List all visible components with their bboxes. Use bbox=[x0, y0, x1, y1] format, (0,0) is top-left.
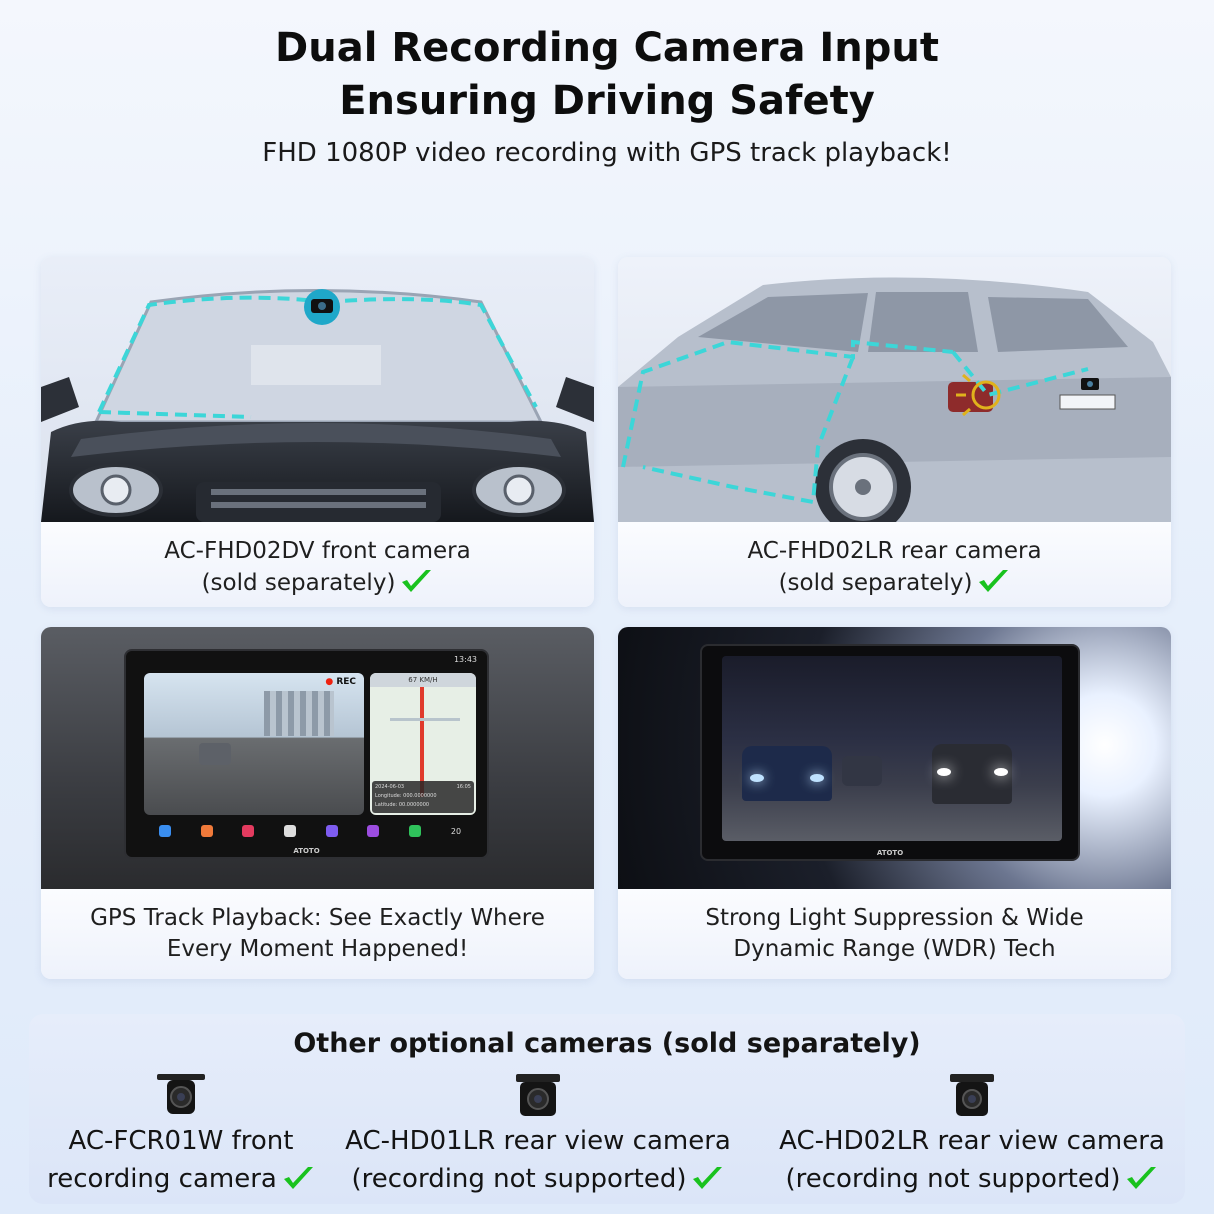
brand-label: ATOTO bbox=[876, 849, 904, 857]
caption-line-1: AC-FHD02DV front camera bbox=[164, 538, 471, 564]
caption-line-2: Dynamic Range (WDR) Tech bbox=[733, 936, 1056, 962]
map-view: 67 KM/H 2024-06-03 16:05 Longitude: 000.… bbox=[370, 673, 476, 815]
optional-camera-item: AC-FCR01W front recording camera bbox=[36, 1070, 326, 1198]
caption-line-1: Strong Light Suppression & Wide bbox=[705, 905, 1084, 931]
check-icon bbox=[979, 570, 1009, 592]
title-line-2: Ensuring Driving Safety bbox=[339, 78, 875, 124]
card-gps-playback-caption: GPS Track Playback: See Exactly Where Ev… bbox=[41, 889, 594, 979]
page-title: Dual Recording Camera Input Ensuring Dri… bbox=[0, 22, 1214, 128]
check-icon bbox=[1127, 1167, 1157, 1189]
card-rear-camera-caption: AC-FHD02LR rear camera (sold separately) bbox=[618, 522, 1171, 607]
optional-camera-line-1: AC-HD02LR rear view camera bbox=[779, 1126, 1165, 1156]
app-icon[interactable] bbox=[409, 825, 422, 837]
gps-latitude: Latitude: 00.0000000 bbox=[375, 802, 430, 808]
app-icon[interactable] bbox=[200, 825, 213, 837]
gps-longitude: Longitude: 000.0000000 bbox=[375, 793, 437, 799]
app-icon[interactable] bbox=[284, 825, 297, 837]
check-icon bbox=[283, 1167, 313, 1189]
rec-label: REC bbox=[336, 677, 356, 687]
card-rear-camera: AC-FHD02LR rear camera (sold separately) bbox=[618, 257, 1171, 607]
card-wdr-caption: Strong Light Suppression & Wide Dynamic … bbox=[618, 889, 1171, 979]
app-icon[interactable] bbox=[242, 825, 255, 837]
optional-camera-item: AC-HD01LR rear view camera (recording no… bbox=[328, 1070, 748, 1198]
app-dock: 20 bbox=[144, 821, 476, 841]
optional-camera-line-2: recording camera bbox=[47, 1164, 277, 1194]
app-icon[interactable] bbox=[367, 825, 380, 837]
brand-label: ATOTO bbox=[293, 847, 320, 855]
app-icon[interactable] bbox=[325, 825, 338, 837]
card-wdr: ATOTO Strong Light Suppression & Wide Dy… bbox=[618, 627, 1171, 979]
optional-camera-line-2: (recording not supported) bbox=[351, 1164, 687, 1194]
rear-car-image bbox=[618, 257, 1171, 522]
head-unit-image: ATOTO bbox=[618, 627, 1171, 889]
gps-date: 2024-06-03 bbox=[375, 784, 405, 790]
gps-info: 2024-06-03 16:05 Longitude: 000.0000000 … bbox=[372, 781, 474, 813]
check-icon bbox=[402, 570, 432, 592]
optional-cameras-title: Other optional cameras (sold separately) bbox=[293, 1028, 921, 1059]
card-gps-playback: 13:43 ● REC 67 KM/H 2024-06-03 16:05 Lon… bbox=[41, 627, 594, 979]
speed-readout: 67 KM/H bbox=[370, 673, 476, 687]
camera-view bbox=[722, 656, 1062, 841]
optional-camera-item: AC-HD02LR rear view camera (recording no… bbox=[760, 1070, 1184, 1198]
optional-camera-line-1: AC-FCR01W front bbox=[68, 1126, 294, 1156]
optional-camera-line-2: (recording not supported) bbox=[785, 1164, 1121, 1194]
optional-cameras-panel bbox=[29, 1014, 1185, 1204]
volume-level: 20 bbox=[450, 826, 462, 836]
page-subtitle: FHD 1080P video recording with GPS track… bbox=[262, 138, 952, 168]
caption-line-2: (sold separately) bbox=[201, 570, 396, 596]
card-front-camera-caption: AC-FHD02DV front camera (sold separately… bbox=[41, 522, 594, 607]
caption-line-1: AC-FHD02LR rear camera bbox=[747, 538, 1042, 564]
title-line-1: Dual Recording Camera Input bbox=[275, 25, 939, 71]
optional-camera-line-1: AC-HD01LR rear view camera bbox=[345, 1126, 731, 1156]
caption-line-2: (sold separately) bbox=[778, 570, 973, 596]
card-front-camera: AC-FHD02DV front camera (sold separately… bbox=[41, 257, 594, 607]
check-icon bbox=[693, 1167, 723, 1189]
status-time: 13:43 bbox=[453, 655, 477, 664]
head-unit-image: 13:43 ● REC 67 KM/H 2024-06-03 16:05 Lon… bbox=[41, 627, 594, 889]
camera-icon bbox=[157, 1074, 205, 1114]
camera-icon bbox=[950, 1074, 994, 1116]
head-unit-frame: ATOTO bbox=[700, 644, 1080, 861]
gps-time: 16:05 bbox=[456, 784, 471, 790]
caption-line-2: Every Moment Happened! bbox=[166, 936, 469, 962]
app-icon[interactable] bbox=[158, 825, 171, 837]
camera-icon bbox=[516, 1074, 560, 1116]
head-unit-frame: 13:43 ● REC 67 KM/H 2024-06-03 16:05 Lon… bbox=[124, 649, 489, 859]
camera-view: ● REC bbox=[144, 673, 364, 815]
front-car-image bbox=[41, 257, 594, 522]
caption-line-1: GPS Track Playback: See Exactly Where bbox=[90, 905, 545, 931]
